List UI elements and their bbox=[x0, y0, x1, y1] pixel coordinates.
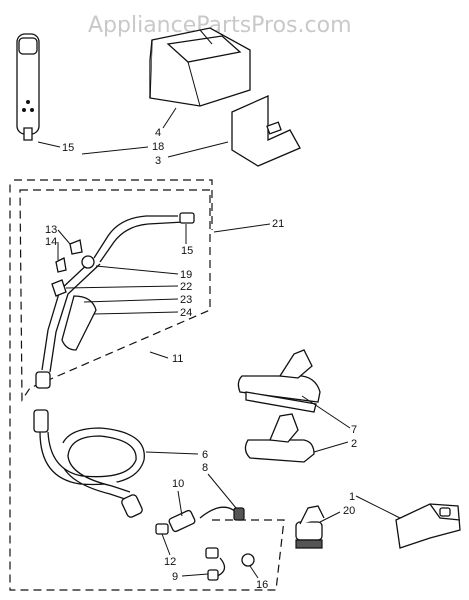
callout-9: 9 bbox=[172, 571, 178, 583]
callout-1: 1 bbox=[349, 491, 355, 503]
callout-12: 12 bbox=[164, 556, 176, 568]
callout-19: 19 bbox=[180, 269, 192, 281]
assembly-21-outline bbox=[9, 179, 285, 591]
tool-caddy bbox=[149, 27, 251, 107]
callout-13: 13 bbox=[45, 224, 57, 236]
hose bbox=[39, 427, 145, 518]
callout-20: 20 bbox=[343, 505, 355, 517]
callout-16: 16 bbox=[256, 579, 268, 591]
callout-6: 6 bbox=[202, 449, 208, 461]
callout-15-wand: 15 bbox=[181, 245, 193, 257]
floor-nozzle bbox=[237, 349, 321, 413]
callout-14: 14 bbox=[45, 236, 57, 248]
callout-21: 21 bbox=[272, 218, 284, 230]
hose-connector bbox=[155, 506, 255, 581]
callout-23: 23 bbox=[180, 294, 192, 306]
callout-4: 4 bbox=[155, 127, 161, 139]
callout-3: 3 bbox=[155, 155, 161, 167]
crevice-attachment bbox=[395, 503, 461, 549]
dusting-brush bbox=[295, 505, 325, 549]
callout-18: 18 bbox=[152, 141, 164, 153]
callout-15-top: 15 bbox=[62, 142, 74, 154]
callout-22: 22 bbox=[180, 281, 192, 293]
hose-handle bbox=[33, 212, 195, 433]
tool-bracket bbox=[231, 94, 301, 167]
callout-10: 10 bbox=[172, 478, 184, 490]
callout-24: 24 bbox=[180, 307, 192, 319]
callout-7: 7 bbox=[351, 424, 357, 436]
callout-2: 2 bbox=[351, 438, 357, 450]
crevice-tool bbox=[16, 33, 40, 141]
assembly-11-outline bbox=[19, 189, 211, 402]
callout-8: 8 bbox=[202, 462, 208, 474]
upholstery-tool bbox=[244, 413, 315, 463]
callout-11: 11 bbox=[172, 353, 183, 365]
